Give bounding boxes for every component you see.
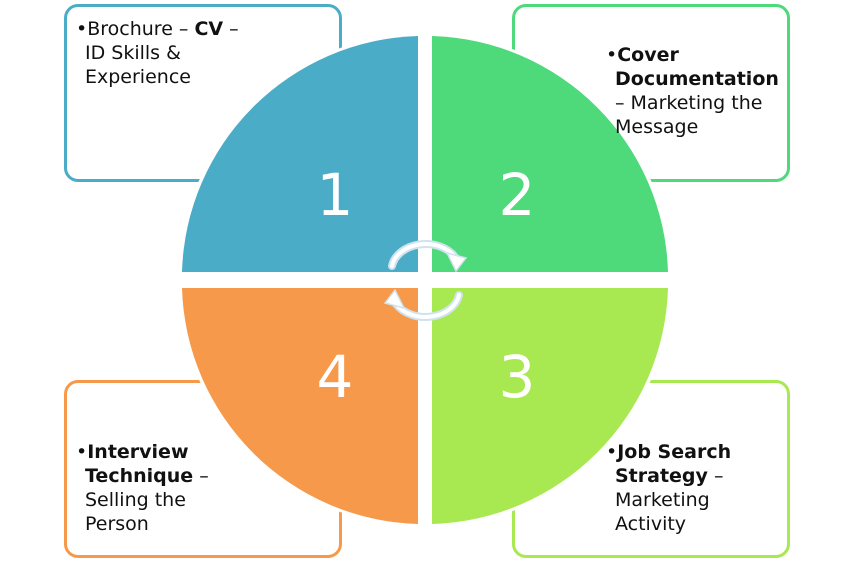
dash: – bbox=[193, 465, 209, 487]
bullet: • bbox=[76, 18, 88, 40]
brochure-label: Brochure – bbox=[87, 18, 195, 40]
cv-label: CV bbox=[194, 18, 224, 40]
bullet: • bbox=[76, 441, 88, 463]
strategy-label: Strategy bbox=[615, 465, 708, 487]
quadrant-1 bbox=[182, 36, 418, 272]
interview-label: Interview bbox=[87, 441, 189, 463]
person-line: Person bbox=[85, 513, 149, 535]
box-job-search-text: •Job Search Strategy – Marketing Activit… bbox=[606, 440, 786, 536]
quadrant-2 bbox=[432, 36, 668, 272]
box-interview-text: •Interview Technique – Selling the Perso… bbox=[76, 440, 256, 536]
dash: – bbox=[707, 465, 724, 487]
box-cover-text: •Cover Documentation – Marketing the Mes… bbox=[606, 43, 786, 139]
strategy-line: Strategy – bbox=[606, 464, 786, 488]
bullet: • bbox=[606, 441, 618, 463]
experience-line: Experience bbox=[85, 66, 191, 88]
marketing-line: Marketing bbox=[615, 489, 710, 511]
documentation-label: Documentation bbox=[615, 68, 779, 90]
quadrant-number-3: 3 bbox=[499, 343, 536, 411]
cover-label: Cover bbox=[617, 44, 679, 66]
quadrant-number-1: 1 bbox=[317, 161, 354, 229]
box-cv-text: •Brochure – CV – ID Skills & Experience bbox=[76, 17, 276, 89]
activity-line: Activity bbox=[615, 513, 687, 535]
cycle-arrows-icon bbox=[383, 240, 468, 321]
job-search-label: Job Search bbox=[617, 441, 732, 463]
quadrant-number-2: 2 bbox=[499, 161, 536, 229]
selling-line: Selling the bbox=[85, 489, 186, 511]
technique-label: Technique bbox=[85, 465, 194, 487]
technique-line: Technique – bbox=[76, 464, 256, 488]
skills-line: ID Skills & bbox=[85, 42, 181, 64]
quadrant-4 bbox=[182, 288, 418, 524]
quadrant-3 bbox=[432, 288, 668, 524]
dash: – bbox=[223, 18, 239, 40]
quadrant-number-4: 4 bbox=[317, 343, 354, 411]
marketing-message-line: – Marketing the bbox=[615, 92, 763, 114]
message-line: Message bbox=[615, 116, 699, 138]
bullet: • bbox=[606, 44, 618, 66]
